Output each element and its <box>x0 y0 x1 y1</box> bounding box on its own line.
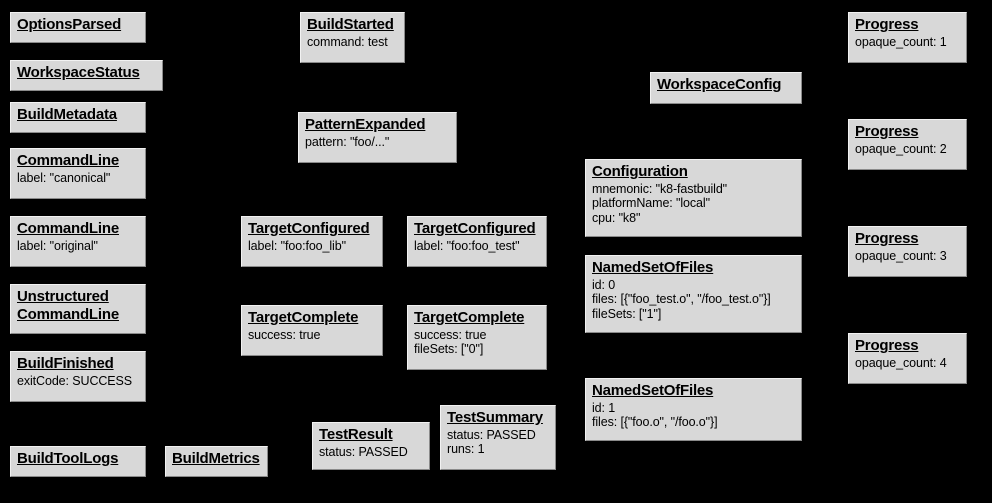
node-field: id: 0 <box>592 277 616 292</box>
node-field: exitCode: SUCCESS <box>17 373 133 388</box>
node-field: files: [{"foo.o", "/foo.o"}] <box>592 415 718 430</box>
node-field: cpu: "k8" <box>592 211 641 226</box>
node-field: files: [{"foo_test.o", "/foo_test.o"}] <box>592 292 771 307</box>
node-title: TargetConfigured <box>414 220 536 237</box>
node-title: TestSummary <box>447 409 543 426</box>
node-field: opaque_count: 1 <box>855 34 947 49</box>
node-options-parsed[interactable]: OptionsParsed <box>10 12 146 43</box>
node-field: label: "original" <box>17 238 98 253</box>
node-title: Unstructured CommandLine <box>17 288 119 323</box>
node-field: command: test <box>307 34 388 49</box>
node-build-metadata[interactable]: BuildMetadata <box>10 102 146 133</box>
node-field: opaque_count: 4 <box>855 355 947 370</box>
node-field: pattern: "foo/..." <box>305 134 390 149</box>
node-title: TargetComplete <box>414 309 525 326</box>
node-field: status: PASSED <box>447 427 536 442</box>
node-field: success: true <box>414 327 487 342</box>
node-field: success: true <box>248 327 321 342</box>
node-field: label: "foo:foo_test" <box>414 238 520 253</box>
node-title: CommandLine <box>17 152 119 169</box>
node-workspace-config[interactable]: WorkspaceConfig <box>650 72 802 104</box>
node-title: TargetConfigured <box>248 220 370 237</box>
node-field: platformName: "local" <box>592 196 710 211</box>
node-title: BuildStarted <box>307 16 394 33</box>
node-field: fileSets: ["1"] <box>592 307 662 322</box>
node-field: opaque_count: 2 <box>855 141 947 156</box>
node-field: mnemonic: "k8-fastbuild" <box>592 181 728 196</box>
node-title: BuildFinished <box>17 355 114 372</box>
node-title: Progress <box>855 230 919 247</box>
node-unstructured-command-line[interactable]: Unstructured CommandLine <box>10 284 146 334</box>
node-title: BuildToolLogs <box>17 450 119 467</box>
node-field: runs: 1 <box>447 442 485 457</box>
node-field: opaque_count: 3 <box>855 248 947 263</box>
node-field: id: 1 <box>592 400 616 415</box>
node-title: NamedSetOfFiles <box>592 259 714 276</box>
node-title: CommandLine <box>17 220 119 237</box>
node-field: fileSets: ["0"] <box>414 342 484 357</box>
node-title: WorkspaceStatus <box>17 64 140 81</box>
node-title: Progress <box>855 337 919 354</box>
node-title: TestResult <box>319 426 393 443</box>
node-title: PatternExpanded <box>305 116 426 133</box>
node-build-metrics[interactable]: BuildMetrics <box>165 446 268 477</box>
node-build-tool-logs[interactable]: BuildToolLogs <box>10 446 146 477</box>
node-title: TargetComplete <box>248 309 359 326</box>
node-title: Progress <box>855 123 919 140</box>
node-title: OptionsParsed <box>17 16 122 33</box>
node-field: status: PASSED <box>319 444 408 459</box>
node-workspace-status[interactable]: WorkspaceStatus <box>10 60 163 91</box>
node-title: Progress <box>855 16 919 33</box>
node-field: label: "foo:foo_lib" <box>248 238 346 253</box>
node-title: Configuration <box>592 163 688 180</box>
node-field: label: "canonical" <box>17 170 111 185</box>
node-title: WorkspaceConfig <box>657 76 782 93</box>
node-title: BuildMetadata <box>17 106 117 123</box>
node-title: NamedSetOfFiles <box>592 382 714 399</box>
node-title: BuildMetrics <box>172 450 260 467</box>
